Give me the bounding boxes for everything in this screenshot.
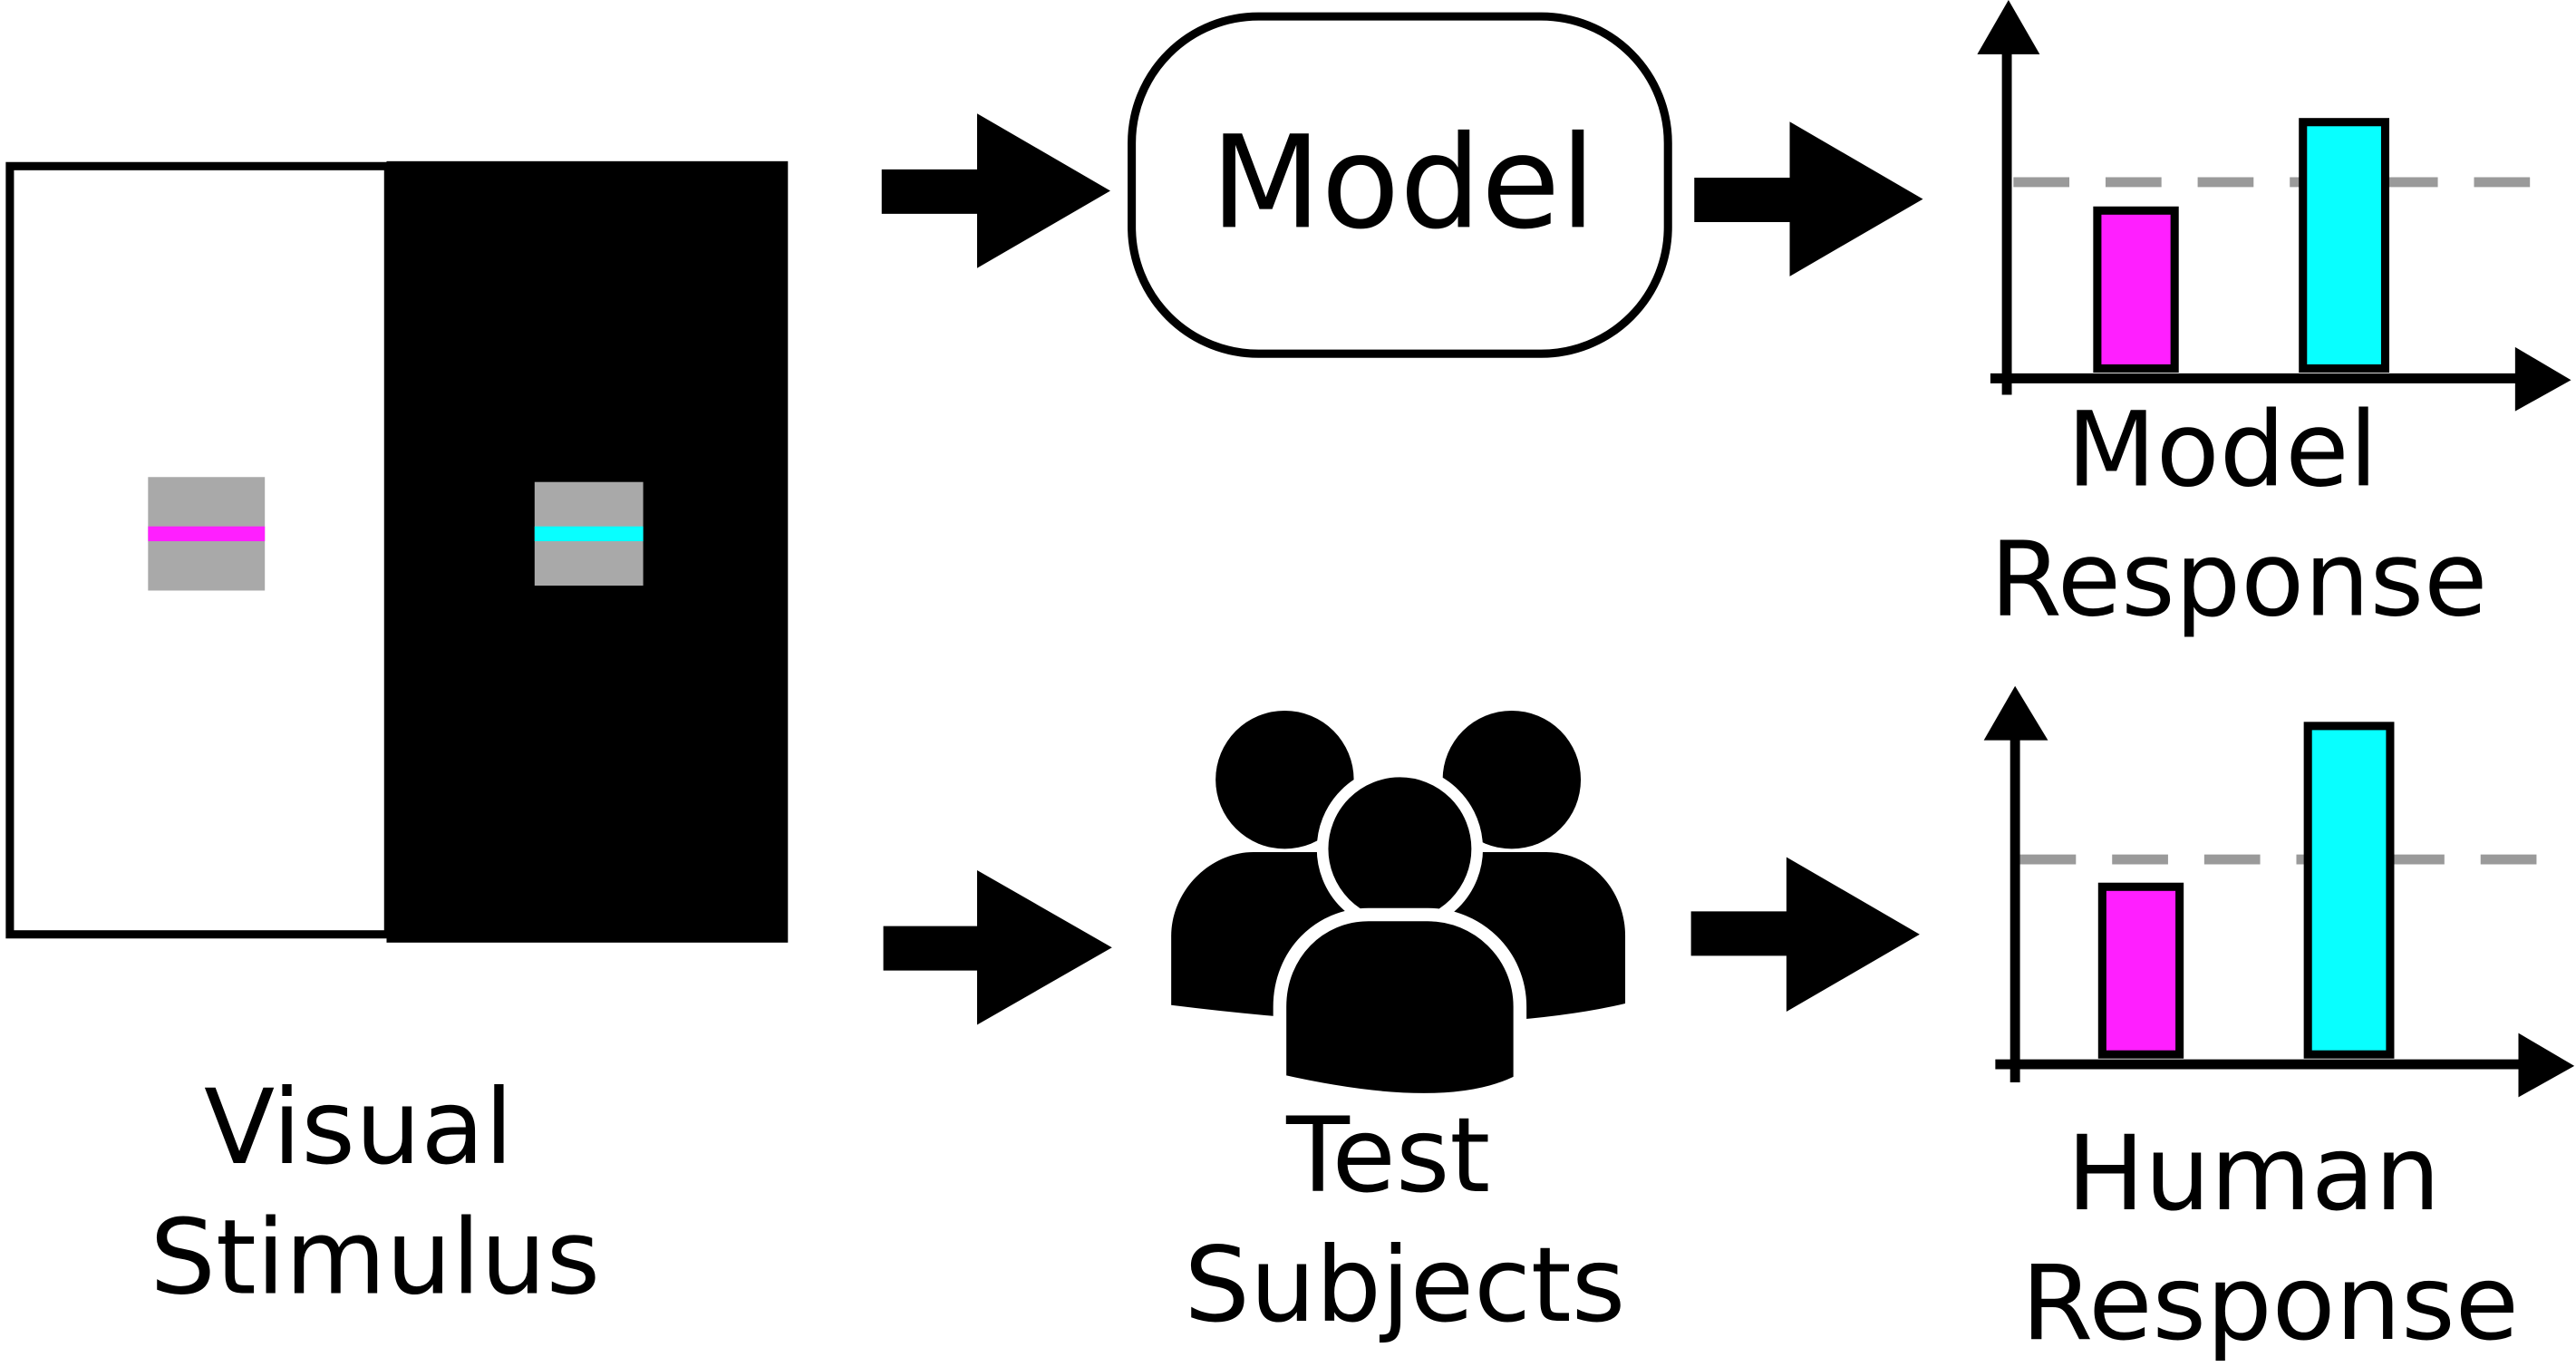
visual-stimulus-label: Visual Stimulus [150, 1067, 600, 1317]
human-response-label: Human Response [2021, 1113, 2519, 1363]
test-subjects-label-line2: Subjects [1184, 1225, 1625, 1345]
human-chart-bar-cyan [2303, 722, 2395, 1059]
human-chart-y-arrowhead [1983, 685, 2048, 741]
human-chart-bar-magenta [2097, 882, 2184, 1059]
visual-stimulus-label-line1: Visual [204, 1067, 513, 1188]
visual-stimulus [5, 160, 789, 943]
model-chart-bar-magenta [2093, 206, 2179, 373]
arrow-stimulus-to-model [881, 113, 1110, 268]
stimulus-left-line [148, 526, 266, 542]
arrow-model-to-response [1694, 121, 1923, 276]
model-chart-x-arrowhead [2514, 346, 2571, 412]
model-response-chart [1977, 0, 2571, 412]
people-group-icon [1171, 710, 1626, 1107]
stimulus-right-line [534, 526, 644, 542]
model-chart-bar-cyan [2299, 118, 2390, 373]
visual-stimulus-label-line2: Stimulus [150, 1197, 600, 1317]
test-subjects-label: Test Subjects [1184, 1095, 1625, 1345]
model-response-label-line1: Model [2067, 389, 2377, 509]
test-subjects-label-line1: Test [1285, 1095, 1490, 1216]
human-response-label-line2: Response [2021, 1243, 2519, 1363]
human-response-chart [1983, 685, 2575, 1098]
human-chart-x-arrowhead [2518, 1033, 2575, 1098]
model-response-label: Model Response [1990, 389, 2487, 639]
arrow-stimulus-to-subjects [883, 869, 1112, 1025]
human-response-label-line1: Human [2067, 1113, 2440, 1234]
model-response-label-line2: Response [1990, 519, 2487, 640]
model-chart-y-arrowhead [1977, 0, 2040, 54]
model-box [1128, 12, 1672, 358]
model-box-label: Model [1211, 109, 1596, 257]
arrow-subjects-to-response [1690, 857, 1920, 1013]
